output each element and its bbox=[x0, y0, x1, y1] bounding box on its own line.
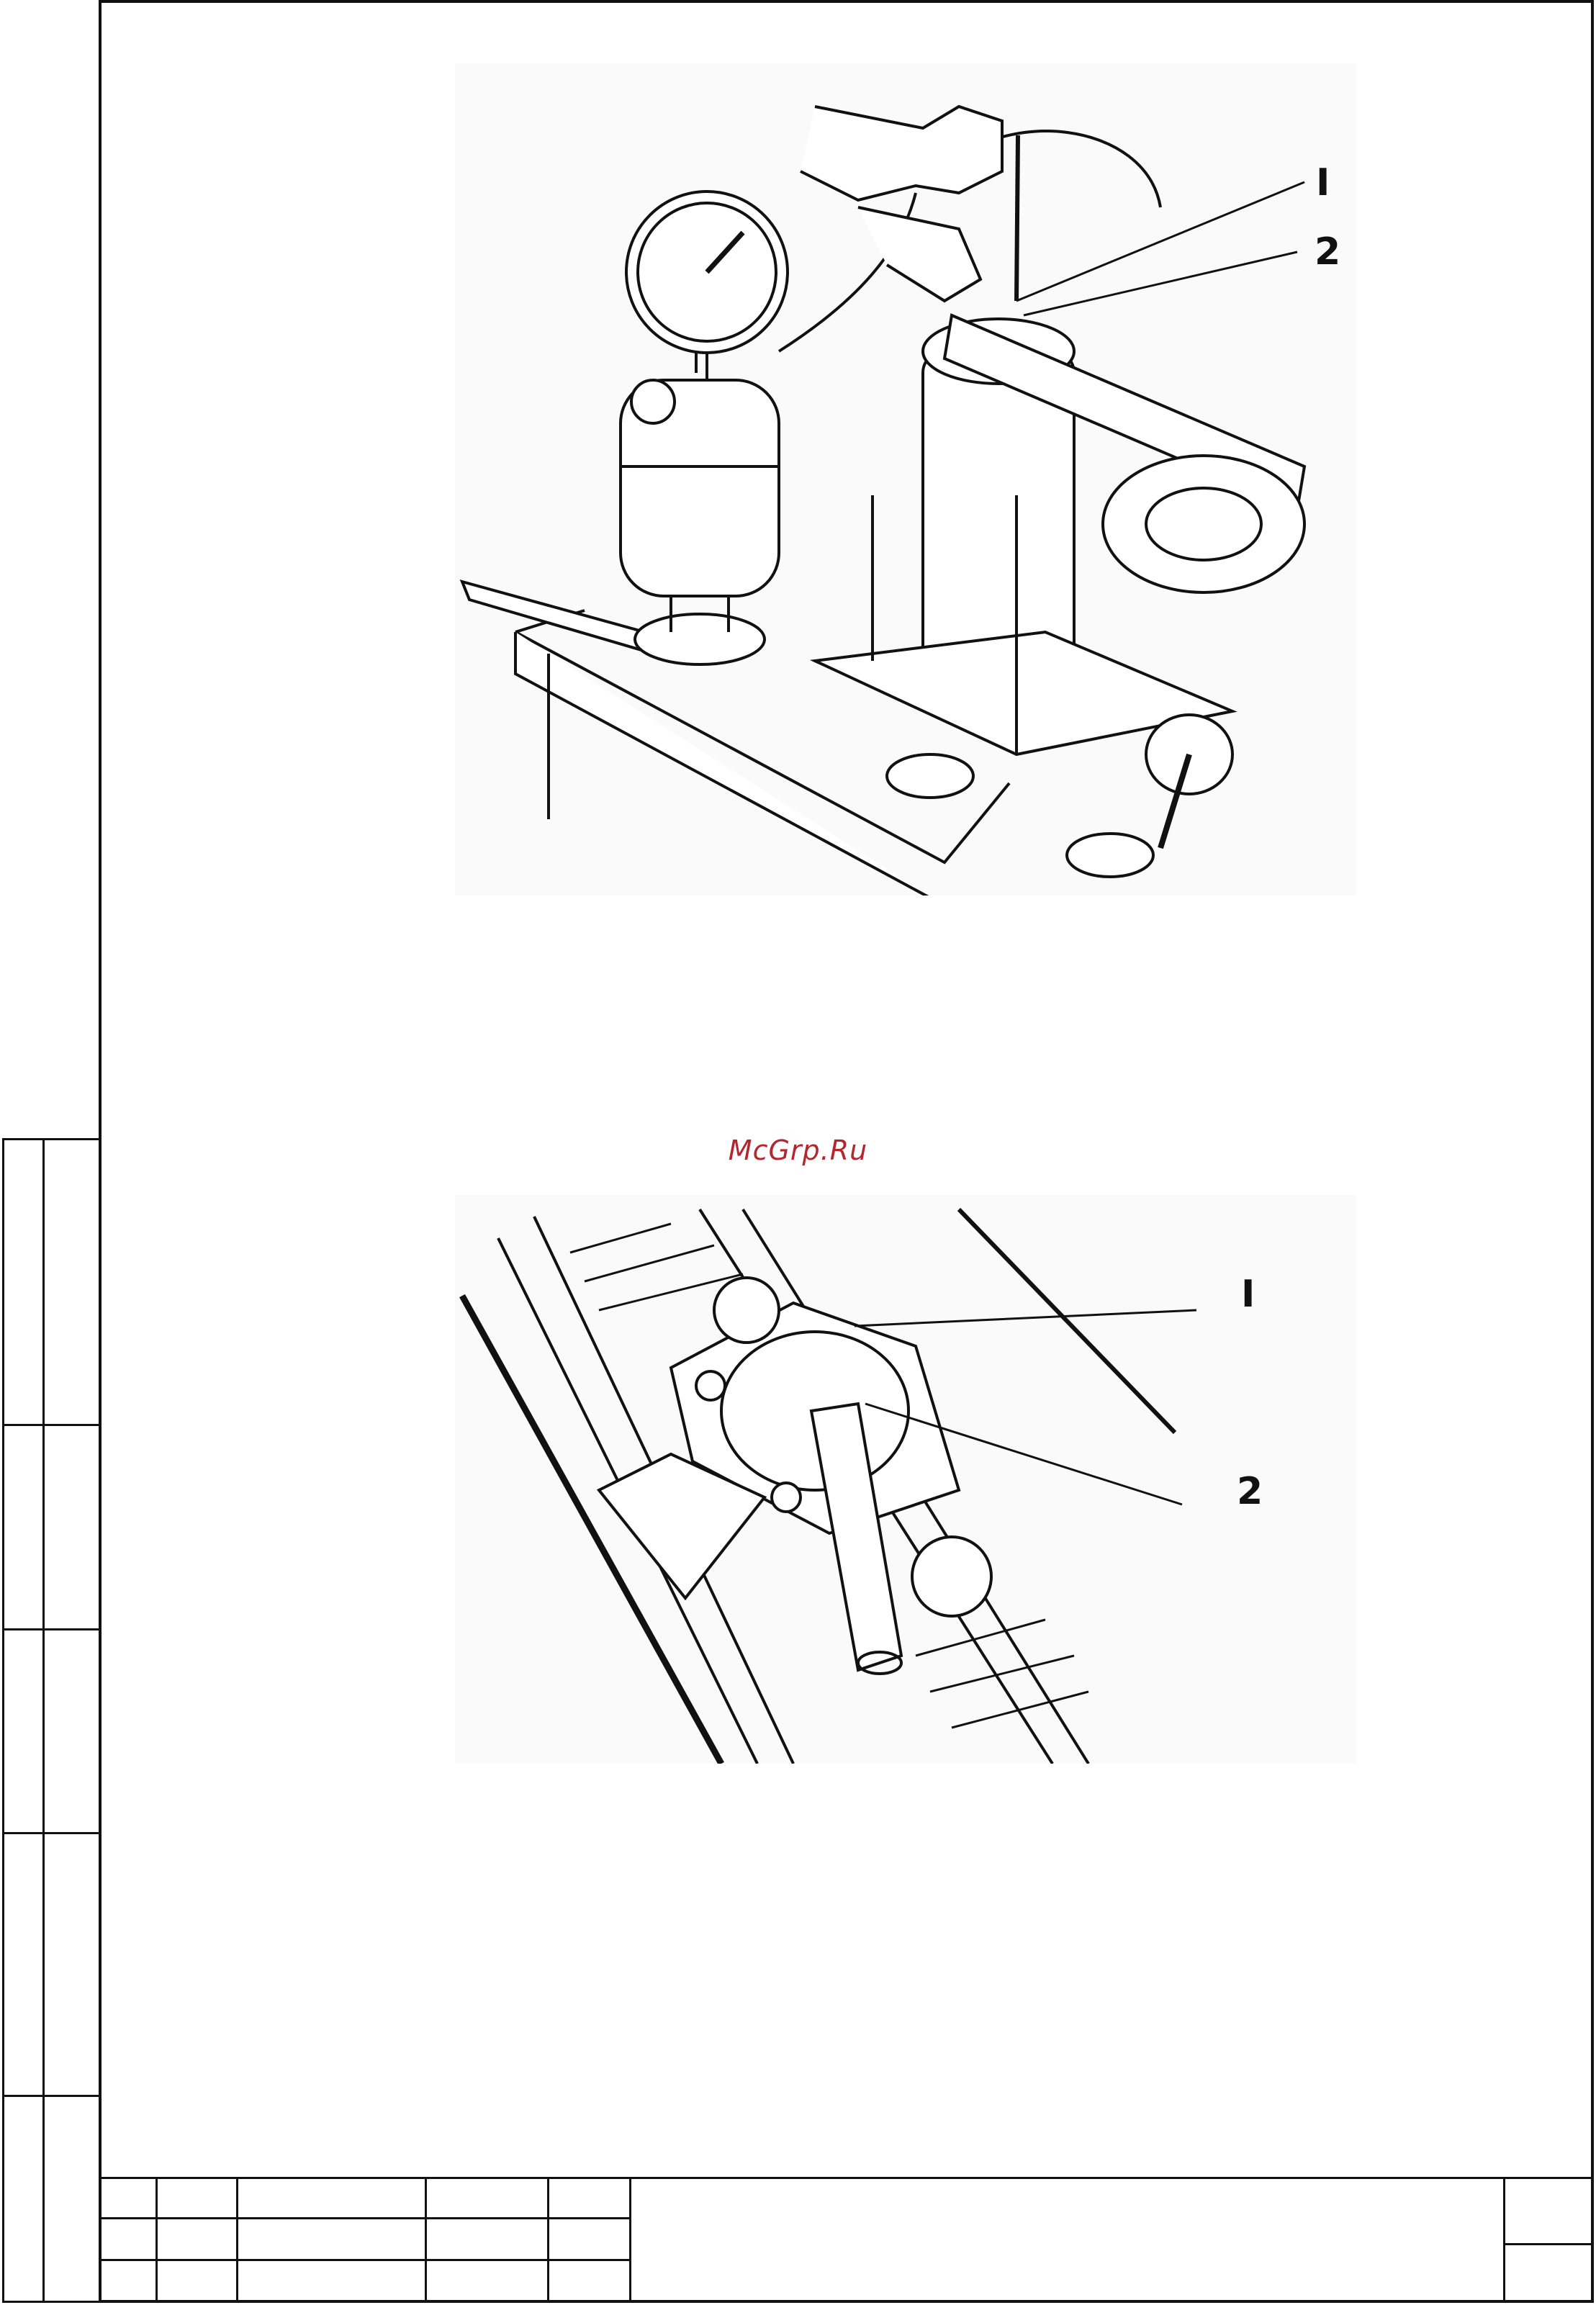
figure-flange-closeup: I 2 bbox=[455, 1195, 1356, 1764]
figure-test-stand: I 2 bbox=[455, 63, 1356, 896]
callout-2: 2 bbox=[1315, 233, 1340, 271]
callout-1: I bbox=[1316, 164, 1330, 202]
test-stand-illustration bbox=[455, 63, 1356, 896]
watermark: McGrp.Ru bbox=[0, 1135, 1596, 1166]
callout-1: I bbox=[1241, 1276, 1255, 1313]
flange-illustration bbox=[455, 1195, 1356, 1764]
callout-2: 2 bbox=[1237, 1473, 1263, 1510]
